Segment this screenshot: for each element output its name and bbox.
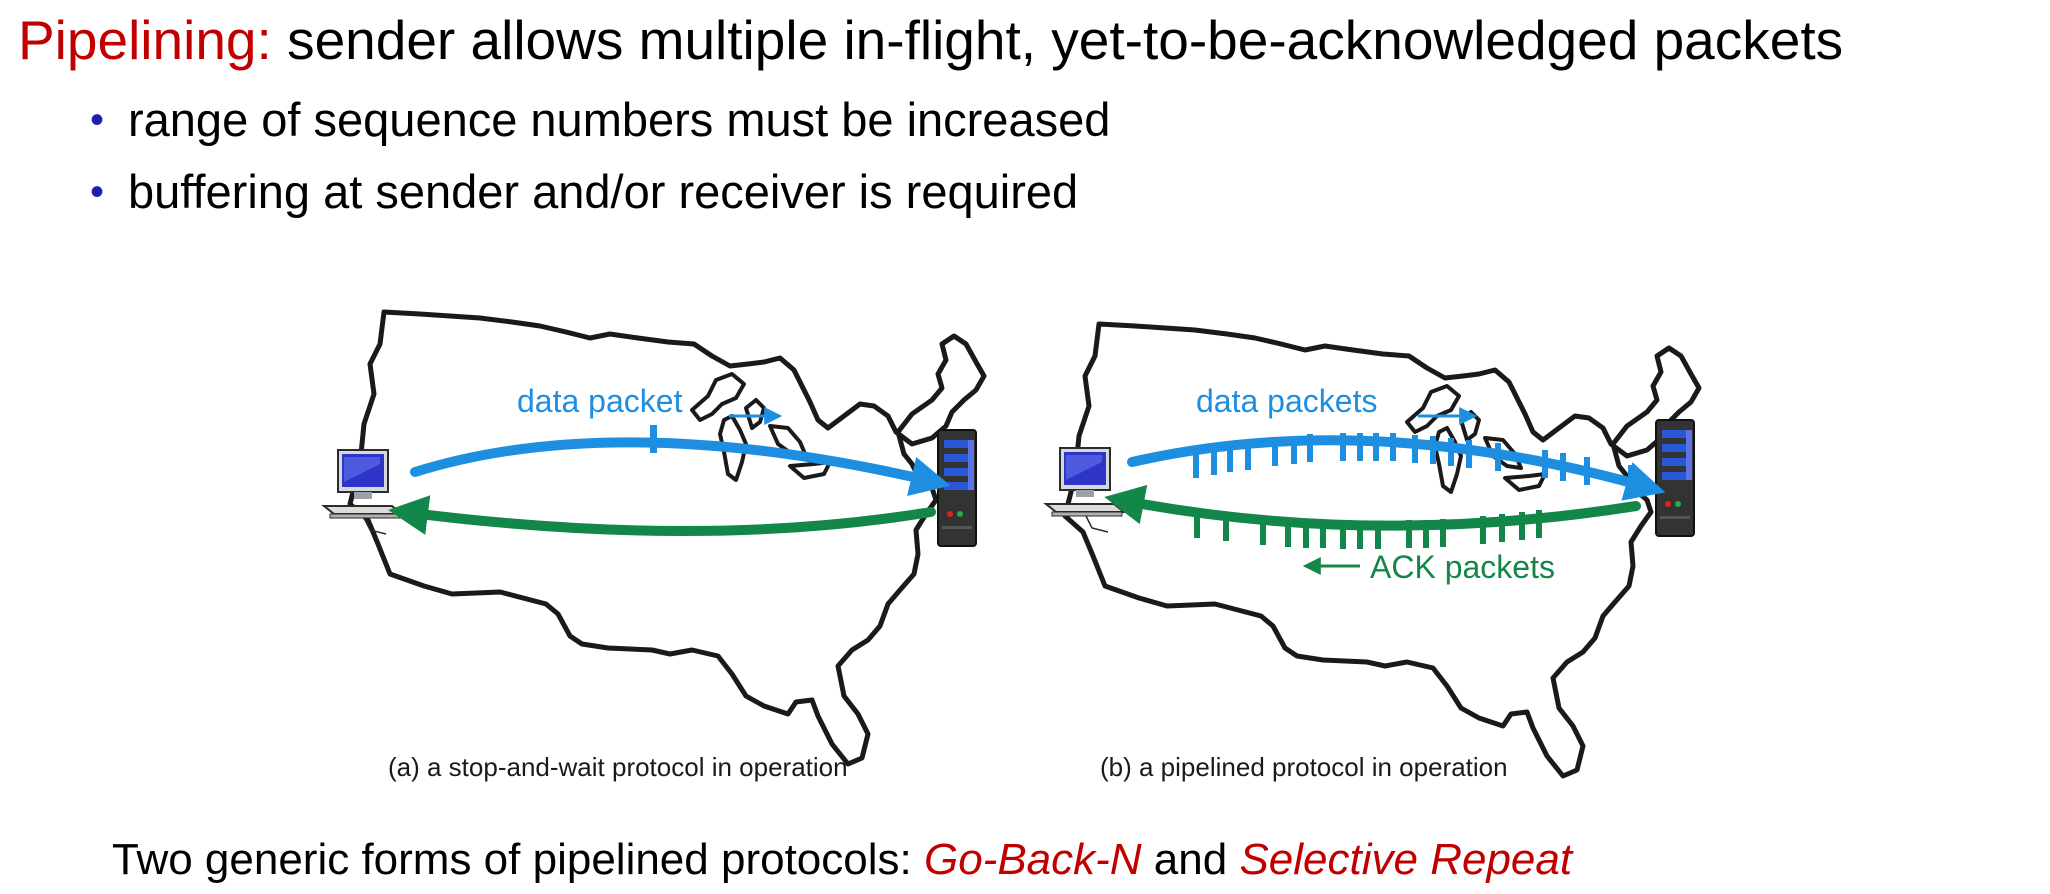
data-arrow-a: [410, 437, 951, 496]
ack-arrow-b: [1104, 484, 1641, 531]
protocol-go-back-n: Go-Back-N: [923, 835, 1142, 884]
data-packet-label-a: data packet: [517, 383, 683, 419]
server-icon: [937, 429, 977, 547]
footer-text: Two generic forms of pipelined protocols…: [112, 832, 1572, 888]
server-icon: [1655, 419, 1695, 537]
bullet-item: buffering at sender and/or receiver is r…: [90, 156, 1110, 228]
slide-title: Pipelining: sender allows multiple in-fl…: [18, 6, 1843, 74]
bullet-list: range of sequence numbers must be increa…: [90, 84, 1110, 228]
ack-packets-label-b: ACK packets: [1370, 549, 1555, 585]
ack-packet-marks-b: [1194, 510, 1542, 549]
us-map-outline-a: [350, 312, 984, 764]
footer-prefix: Two generic forms of pipelined protocols…: [112, 835, 924, 884]
ack-arrow-a: [388, 495, 936, 536]
pipelining-diagram: data packet (a) a stop-and-wait protocol…: [320, 290, 1760, 810]
diagram-svg: data packet (a) a stop-and-wait protocol…: [323, 290, 1760, 782]
footer-middle: and: [1141, 835, 1240, 884]
computer-icon: [1045, 447, 1125, 533]
caption-a: (a) a stop-and-wait protocol in operatio…: [388, 752, 848, 782]
data-packet-a: [650, 425, 657, 453]
computer-icon: [323, 449, 403, 535]
protocol-selective-repeat: Selective Repeat: [1239, 835, 1573, 884]
data-arrow-b: [1127, 435, 1666, 501]
data-packets-label-b: data packets: [1196, 383, 1377, 419]
caption-b: (b) a pipelined protocol in operation: [1100, 752, 1508, 782]
title-text: sender allows multiple in-flight, yet-to…: [287, 9, 1844, 71]
bullet-item: range of sequence numbers must be increa…: [90, 84, 1110, 156]
title-keyword: Pipelining:: [18, 9, 272, 71]
data-packet-marks-b: [1193, 433, 1634, 493]
